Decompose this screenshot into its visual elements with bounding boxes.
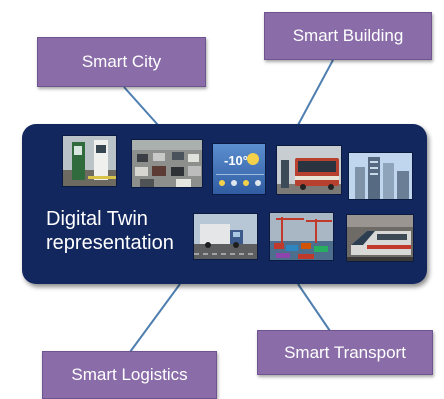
weather-widget-photo: -10° xyxy=(212,143,266,195)
smart-transport-node: Smart Transport xyxy=(257,330,433,375)
digital-twin-label: Digital Twin representation xyxy=(46,207,174,255)
connector-logistics xyxy=(129,283,181,353)
connector-city xyxy=(123,86,159,126)
digital-twin-label-line1: Digital Twin xyxy=(46,208,148,230)
smart-building-node: Smart Building xyxy=(264,12,432,60)
traffic-jam-photo xyxy=(131,139,203,188)
high-speed-train-photo xyxy=(346,214,414,262)
digital-twin-label-line2: representation xyxy=(46,232,174,254)
smart-city-node: Smart City xyxy=(37,37,206,87)
skyscrapers-photo xyxy=(348,152,413,200)
smart-transport-label: Smart Transport xyxy=(284,342,406,362)
smart-city-label: Smart City xyxy=(81,52,162,71)
city-bus-photo xyxy=(276,145,342,195)
truck-highway-photo xyxy=(193,213,258,260)
weather-temperature: -10° xyxy=(224,153,248,168)
smart-logistics-label: Smart Logistics xyxy=(71,365,188,384)
smart-logistics-node: Smart Logistics xyxy=(42,351,217,399)
smart-building-label: Smart Building xyxy=(292,26,404,45)
ev-charging-station-photo xyxy=(62,135,117,187)
port-cranes-photo xyxy=(269,212,334,261)
connector-building xyxy=(297,59,334,126)
connector-transport xyxy=(297,283,331,332)
